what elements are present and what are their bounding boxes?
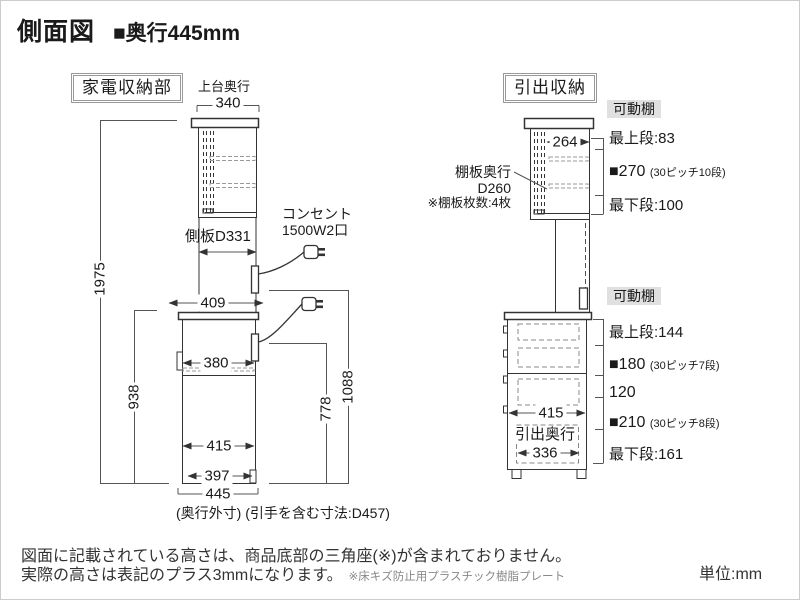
drawer-handle (503, 349, 508, 358)
dim-1088: 1088 (339, 368, 357, 406)
right-foot (576, 469, 587, 479)
right-outlet-box (578, 287, 589, 310)
shelf-count: ※棚板枚数:4枚 (427, 196, 511, 211)
dim-415-right: 415 (535, 404, 567, 422)
lower-pitch2-note: (30ピッチ8段) (649, 418, 720, 430)
lower-pitch1-value: ■180 (609, 356, 646, 373)
drawer-3 (517, 378, 580, 406)
dim-415-left: 415 (203, 437, 235, 455)
footnote-line2-sub: ※床キズ防止用プラスチック樹脂プレート (348, 571, 566, 583)
dim-397: 397 (201, 467, 233, 485)
depth-caption: (奥行外寸) (引手を含む寸法:D457) (176, 505, 390, 521)
drawer-1 (517, 323, 580, 341)
lower-pitch2-value: ■210 (609, 414, 646, 431)
drawer-handle (503, 405, 508, 414)
drawer-2 (517, 347, 580, 368)
left-base-body (182, 319, 256, 484)
lower-pitch1-note: (30ピッチ7段) (649, 360, 720, 372)
outlet-cords (257, 244, 325, 343)
left-shelf-bar (209, 156, 256, 161)
lower-top-gap: 最上段:144 (609, 324, 684, 341)
movable-shelf-tag-upper: 可動棚 (607, 100, 661, 119)
dim-340: 340 (212, 94, 244, 112)
lower-bottom-gap: 最下段:161 (609, 446, 684, 463)
power-plug-icon (303, 244, 325, 260)
right-counter-top (503, 311, 593, 321)
dim-1975: 1975 (91, 260, 109, 298)
dim-409: 409 (197, 294, 229, 312)
upper-pitch-value: ■270 (609, 163, 646, 180)
lower-pitch-1: ■180 (30ピッチ7段) (609, 356, 720, 374)
left-shelf-bar (209, 183, 256, 188)
footnote-line2-main: 実際の高さは表記のプラス3mmになります。 (21, 567, 343, 584)
movable-shelf-tag-lower: 可動棚 (607, 287, 661, 306)
dim-778: 778 (317, 394, 335, 424)
shelf-depth-label: 棚板奥行 (455, 164, 511, 180)
drawer-handle (503, 325, 508, 334)
right-cabinet-outline (503, 117, 595, 479)
cord-upper (257, 251, 305, 275)
right-shelf-bar (548, 156, 589, 162)
dim-264: 264 (549, 133, 581, 151)
lower-mid-gap: 120 (609, 384, 636, 401)
shelf-leader-line (513, 171, 548, 190)
left-hutch-cap (190, 117, 260, 129)
dim-445: 445 (202, 485, 234, 503)
upper-top-gap: 最上段:83 (609, 130, 675, 147)
shelf-depth-value: D260 (477, 180, 511, 197)
left-door-handle (176, 351, 183, 371)
title-depth: ■奥行445mm (113, 22, 241, 45)
upper-pitch-note: (30ピッチ10段) (649, 167, 726, 179)
right-hutch-body (530, 128, 590, 220)
power-plug-icon (301, 296, 323, 312)
drawer-handle (503, 375, 508, 384)
outlet-box-lower (250, 333, 260, 362)
outlet-label-2: 1500W2口 (282, 222, 349, 238)
dim-380: 380 (200, 354, 232, 372)
lower-pitch-2: ■210 (30ピッチ8段) (609, 414, 720, 432)
drawer-4 (516, 424, 579, 464)
upper-pitch: ■270 (30ピッチ10段) (609, 163, 726, 181)
right-unit-label: 引出収納 (503, 73, 597, 103)
unit-label: 単位:mm (699, 566, 763, 583)
drawer-depth-label: 引出奥行 (515, 426, 576, 444)
top-depth-label: 上台奥行 (198, 79, 251, 94)
footnote-line1: 図面に記載されている高さは、商品底部の三角座(※)が含まれておりません。 (21, 548, 572, 565)
page-title: 側面図 (17, 18, 96, 46)
right-shelf-bar (548, 183, 589, 189)
outlet-label-1: コンセント (282, 206, 352, 222)
upper-bottom-gap: 最下段:100 (609, 197, 684, 214)
outlet-box-upper (250, 265, 260, 294)
right-foot (511, 469, 522, 479)
shelf-depth-note: 棚板奥行 D260 ※棚板枚数:4枚 (403, 164, 511, 211)
dim-938: 938 (125, 382, 143, 412)
left-counter-top (177, 311, 260, 321)
left-unit-label: 家電収納部 (71, 73, 183, 103)
cord-lower (257, 303, 303, 343)
left-hutch-body (198, 127, 257, 218)
side-panel-label: 側板D331 (185, 228, 251, 245)
dim-336: 336 (529, 444, 561, 462)
right-hutch-cap (523, 117, 595, 130)
footnote-line2: 実際の高さは表記のプラス3mmになります。 ※床キズ防止用プラスチック樹脂プレート (21, 567, 565, 585)
